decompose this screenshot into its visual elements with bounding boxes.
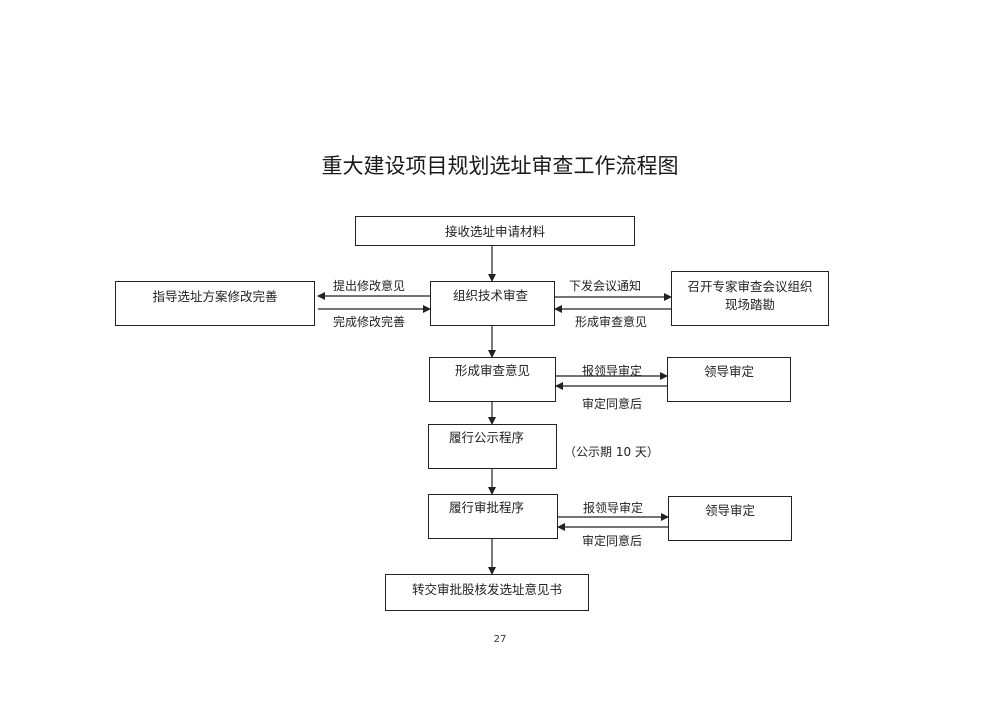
box-opinion-label: 形成审查意见 — [454, 363, 530, 378]
box-leader-review-1: 领导审定 — [667, 357, 791, 402]
label-report1: 报领导审定 — [582, 364, 643, 378]
box-leader2-label: 领导审定 — [704, 503, 755, 518]
box-receive-materials: 接收选址申请材料 — [355, 216, 635, 246]
label-approved2: 审定同意后 — [582, 534, 643, 548]
box-organize-label: 组织技术审查 — [453, 288, 529, 303]
label-form-opinion: 形成审查意见 — [575, 315, 648, 329]
box-leader1-label: 领导审定 — [703, 364, 754, 379]
box-leader-review-2: 领导审定 — [668, 496, 792, 541]
page-title: 重大建设项目规划选址审查工作流程图 — [321, 154, 679, 178]
box-transfer-label: 转交审批股核发选址意见书 — [411, 582, 562, 597]
label-public-period: （公示期 10 天） — [564, 445, 659, 459]
label-report2: 报领导审定 — [583, 501, 644, 515]
label-propose-mod: 提出修改意见 — [333, 279, 406, 293]
box-publicity: 履行公示程序 — [428, 424, 557, 469]
box-guide-label: 指导选址方案修改完善 — [152, 289, 278, 304]
box-form-opinion: 形成审查意见 — [429, 357, 556, 402]
box-approval: 履行审批程序 — [428, 494, 558, 539]
box-transfer: 转交审批股核发选址意见书 — [385, 574, 589, 611]
box-expert-label-line2: 现场踏勘 — [724, 297, 775, 312]
box-expert-meeting: 召开专家审查会议组织 现场踏勘 — [671, 271, 829, 326]
box-publicity-label: 履行公示程序 — [449, 430, 525, 445]
box-organize-review: 组织技术审查 — [430, 281, 555, 326]
page-number: 27 — [493, 634, 507, 645]
label-complete-mod: 完成修改完善 — [333, 315, 406, 329]
box-receive-label: 接收选址申请材料 — [444, 224, 545, 239]
box-expert-label-line1: 召开专家审查会议组织 — [687, 279, 813, 294]
box-approval-label: 履行审批程序 — [449, 500, 525, 515]
label-issue-notice: 下发会议通知 — [569, 279, 642, 293]
box-guide-revision: 指导选址方案修改完善 — [115, 281, 315, 326]
label-approved1: 审定同意后 — [582, 397, 643, 411]
